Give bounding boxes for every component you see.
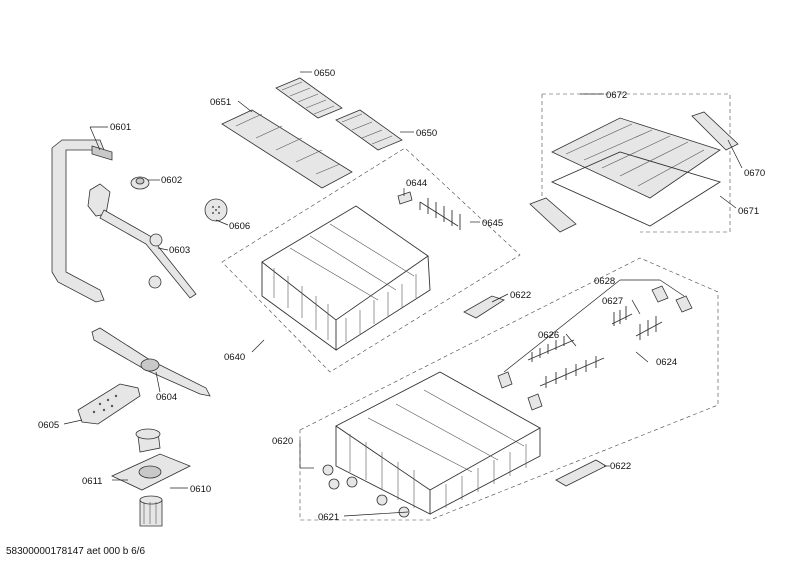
handle-lower (555, 459, 607, 487)
spray-arm-assembly (51, 139, 228, 303)
label-0640: 0640 (224, 352, 245, 363)
part-labels: 0601 0602 0603 0604 0605 0606 0610 0611 … (38, 68, 765, 523)
label-0622-lower: 0622 (610, 461, 631, 472)
folding-rack (419, 198, 461, 230)
label-0627: 0627 (602, 296, 623, 307)
upper-basket (261, 191, 431, 351)
lower-basket-group-outline (299, 257, 719, 521)
label-0651: 0651 (210, 97, 231, 108)
label-0620: 0620 (272, 436, 293, 447)
label-0628: 0628 (594, 276, 615, 287)
label-0603: 0603 (169, 245, 190, 256)
label-0622-upper: 0622 (510, 290, 531, 301)
third-rack-group-outline (542, 93, 731, 233)
label-0671: 0671 (738, 206, 759, 217)
label-0602: 0602 (161, 175, 182, 186)
label-0645: 0645 (482, 218, 503, 229)
label-0624: 0624 (656, 357, 677, 368)
label-0670: 0670 (744, 168, 765, 179)
label-0610: 0610 (190, 484, 211, 495)
upper-basket-group-outline (221, 147, 521, 373)
lower-spray-arm (77, 327, 211, 425)
filter-assembly (111, 428, 191, 527)
lower-basket (335, 371, 541, 515)
label-0604: 0604 (156, 392, 177, 403)
label-0672: 0672 (606, 90, 627, 101)
leader-lines (63, 71, 743, 517)
label-0611: 0611 (82, 476, 102, 487)
label-0650-top: 0650 (314, 68, 335, 79)
label-0644: 0644 (406, 178, 427, 189)
cutlery-trays (221, 77, 403, 189)
folding-tines (497, 285, 693, 411)
label-0605: 0605 (38, 420, 59, 431)
label-0601: 0601 (110, 122, 131, 133)
label-0626: 0626 (538, 330, 559, 341)
third-rack (529, 111, 739, 233)
label-0621: 0621 (318, 512, 339, 523)
label-0606: 0606 (229, 221, 250, 232)
label-0650-right: 0650 (416, 128, 437, 139)
document-footer-id: 58300000178147 aet 000 b 6/6 (6, 546, 146, 557)
handle-upper (463, 295, 505, 319)
